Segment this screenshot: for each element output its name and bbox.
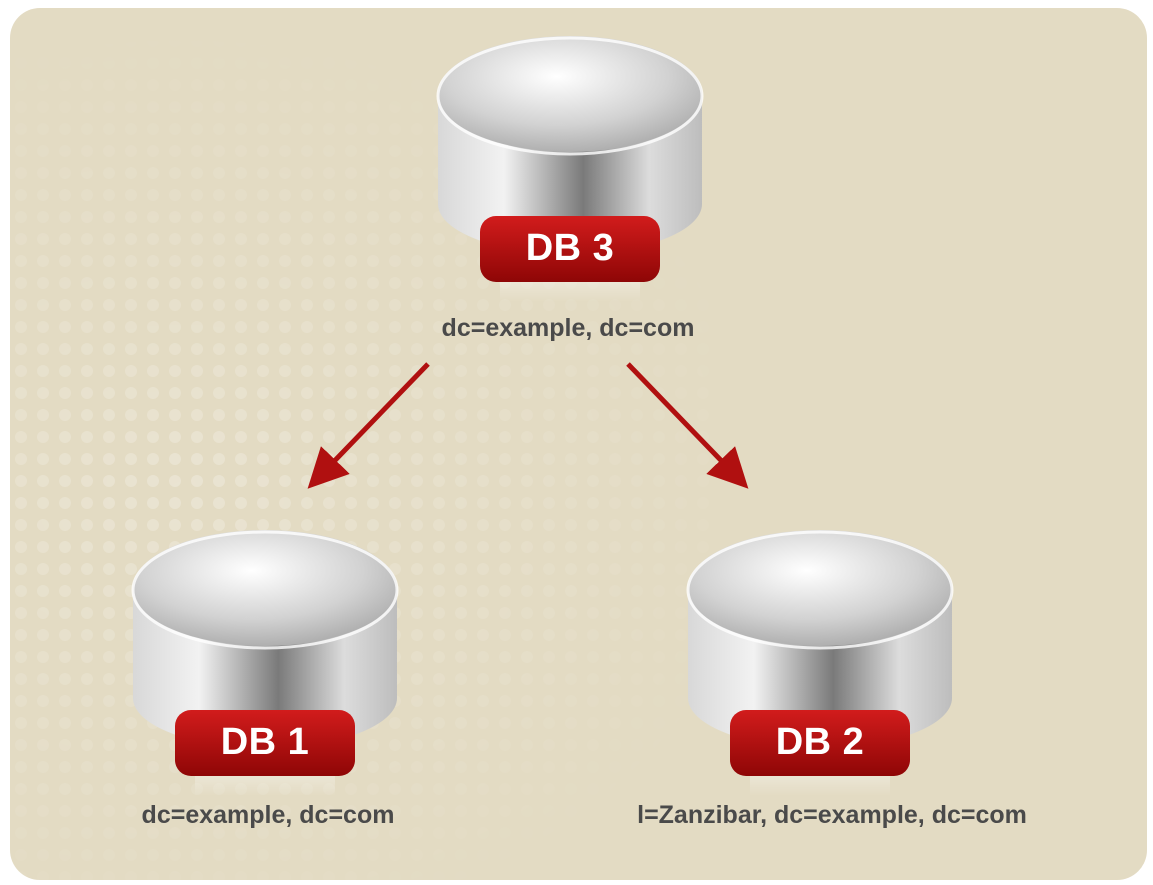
node-db2[interactable]: DB 2: [680, 498, 960, 798]
edge-db3-db1-arrow: [307, 362, 430, 489]
db3-badge: [480, 216, 660, 282]
database-icon: [131, 530, 399, 796]
edge-db3-db2-arrow: [626, 362, 749, 489]
db2-label: DB 2: [775, 721, 865, 763]
db1-badge: [175, 710, 355, 776]
db3-label: DB 3: [525, 227, 615, 269]
db1-label: DB 1: [220, 721, 310, 763]
database-icon: [436, 36, 704, 302]
db1-dn-text: dc=example, dc=com: [141, 801, 395, 829]
db2-dn-text: l=Zanzibar, dc=example, dc=com: [637, 801, 1027, 829]
db2-badge: [730, 710, 910, 776]
node-db1[interactable]: DB 1: [125, 498, 405, 798]
node-db3[interactable]: DB 3: [430, 4, 710, 304]
database-icon: [686, 530, 954, 796]
db3-dn-text: dc=example, dc=com: [441, 314, 695, 342]
